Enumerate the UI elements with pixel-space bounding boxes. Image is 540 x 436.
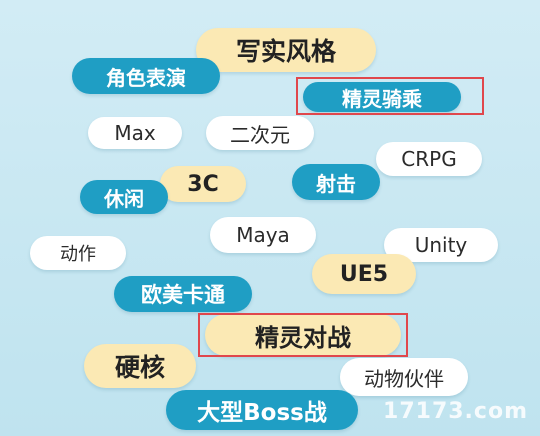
tag-spirit-battle[interactable]: 精灵对战 (205, 314, 401, 356)
tag-shooter[interactable]: 射击 (292, 164, 380, 200)
tag-boss-battle[interactable]: 大型Boss战 (166, 390, 358, 430)
tag-anime[interactable]: 二次元 (206, 116, 314, 150)
tag-realistic-style[interactable]: 写实风格 (196, 28, 376, 72)
tag-casual[interactable]: 休闲 (80, 180, 168, 214)
tag-max[interactable]: Max (88, 117, 182, 149)
tag-3c[interactable]: 3C (160, 166, 246, 202)
tag-roleplay[interactable]: 角色表演 (72, 58, 220, 94)
tag-ue5[interactable]: UE5 (312, 254, 416, 294)
tag-western-cartoon[interactable]: 欧美卡通 (114, 276, 252, 312)
tag-maya[interactable]: Maya (210, 217, 316, 253)
tag-spirit-riding[interactable]: 精灵骑乘 (303, 82, 461, 112)
tag-animation[interactable]: 动作 (30, 236, 126, 270)
tag-pet-companion[interactable]: 动物伙伴 (340, 358, 468, 396)
watermark-logo: 17173.com (383, 399, 528, 424)
tag-crpg[interactable]: CRPG (376, 142, 482, 176)
tag-hardcore[interactable]: 硬核 (84, 344, 196, 388)
